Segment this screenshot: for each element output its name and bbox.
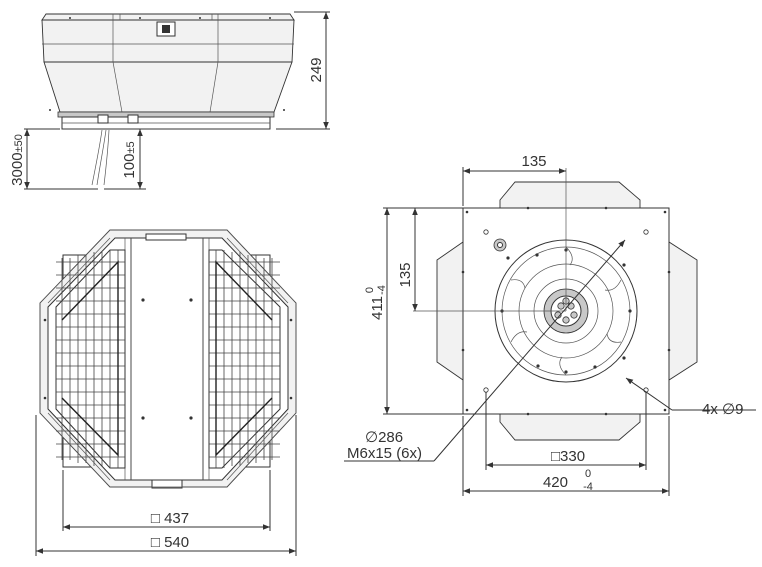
outer-square-dim: □ 540 xyxy=(151,534,189,551)
height-dim-249: 249 xyxy=(308,57,325,82)
height-tol-upper: 0 xyxy=(364,287,376,293)
screw-note: M6x15 (6x) xyxy=(347,445,422,462)
right-grille xyxy=(208,249,281,469)
cable-length-dim: 3000±50 xyxy=(9,134,26,186)
width-tol-upper: 0 xyxy=(585,468,591,480)
left-grille xyxy=(55,249,126,469)
height-dim-411: 411 xyxy=(369,296,386,320)
holes-note: 4x ∅9 xyxy=(702,401,743,418)
offset-top-dim: 135 xyxy=(521,153,546,170)
offset-left-dim: 135 xyxy=(397,262,414,287)
height-tol-lower: -4 xyxy=(376,285,388,295)
top-view: □ 437 □ 540 xyxy=(35,229,297,556)
cable-stub-dim: 100±5 xyxy=(121,141,138,178)
bottom-view: 135 135 411 0 -4 □330 420 0 -4 4x ∅9 ∅28… xyxy=(344,153,756,496)
width-tol-lower: -4 xyxy=(583,481,593,493)
side-view: 249 3000±50 100±5 xyxy=(9,11,330,190)
hole-spacing-dim: □330 xyxy=(551,448,585,465)
inner-square-dim: □ 437 xyxy=(151,510,189,527)
bolt-circle-dim: ∅286 xyxy=(365,429,403,446)
width-dim-420: 420 xyxy=(543,474,568,491)
